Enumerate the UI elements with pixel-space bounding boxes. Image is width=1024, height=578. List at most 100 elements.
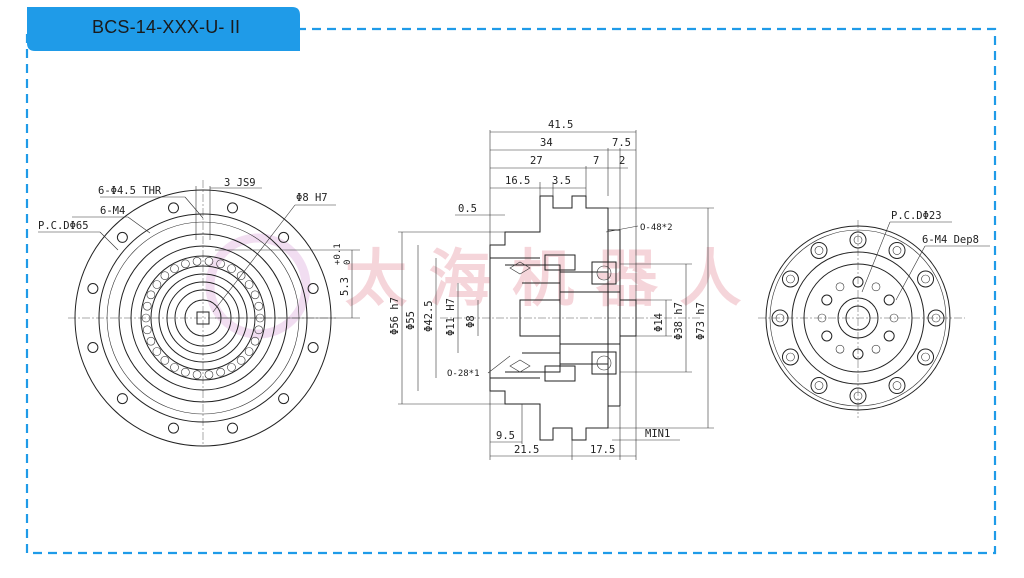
label-key-tol-bot: 0 bbox=[343, 260, 353, 265]
roller bbox=[170, 264, 179, 273]
flange-hole-inner bbox=[786, 274, 795, 284]
label-pcd: P.C.DΦ65 bbox=[38, 220, 89, 232]
dim-top-6: 16.5 bbox=[505, 175, 530, 187]
page-title: BCS-14-XXX-U- II bbox=[92, 17, 241, 37]
dashed-border bbox=[25, 27, 997, 555]
roller bbox=[227, 363, 236, 372]
roller bbox=[160, 356, 170, 365]
roller bbox=[160, 271, 170, 280]
dim-top-1: 34 bbox=[540, 137, 553, 149]
dim-left-4: Φ8 bbox=[465, 315, 477, 328]
dim-left-1: Φ55 bbox=[405, 311, 417, 330]
flange-hole-outer bbox=[781, 348, 799, 366]
roller bbox=[146, 336, 156, 346]
roller bbox=[254, 301, 264, 311]
tap-hole bbox=[883, 330, 895, 342]
roller bbox=[244, 347, 254, 356]
tap-hole bbox=[821, 330, 833, 342]
rear-view-labels: P.C.DΦ23 6-M4 Dep8 bbox=[861, 210, 990, 301]
rear-view bbox=[758, 220, 965, 418]
title-tab bbox=[27, 7, 300, 51]
roller bbox=[250, 336, 260, 346]
tap-hole bbox=[821, 294, 833, 306]
roller bbox=[181, 367, 190, 377]
dim-top-3: 27 bbox=[530, 155, 543, 167]
watermark-text: 太 海 机 器 人 bbox=[345, 242, 741, 315]
roller bbox=[152, 347, 162, 356]
roller bbox=[142, 325, 152, 335]
flange-hole-inner bbox=[775, 313, 785, 323]
side-view-left-dims: Φ56 h7 Φ55 Φ42.5 Φ11 H7 Φ8 bbox=[389, 231, 505, 405]
roller bbox=[204, 370, 214, 379]
side-view-bottom-dims: 9.5 21.5 17.5 MIN1 bbox=[489, 336, 680, 460]
dim-bottom-0: 9.5 bbox=[496, 430, 515, 442]
side-view-top-dims: 41.5 34 7.5 27 7 2 16.5 3.5 0.5 bbox=[455, 119, 637, 300]
bolt-hole bbox=[167, 422, 179, 434]
watermark: 太 海 机 器 人 bbox=[205, 233, 741, 339]
dim-bottom-1: 21.5 bbox=[514, 444, 539, 456]
tap-hole bbox=[852, 348, 864, 360]
flange-hole-inner bbox=[853, 391, 863, 401]
bolt-hole bbox=[307, 342, 319, 354]
bolt-hole bbox=[87, 282, 99, 294]
flange-hole-outer bbox=[888, 377, 906, 395]
roller bbox=[236, 356, 246, 365]
roller bbox=[170, 363, 179, 372]
dim-left-0: Φ56 h7 bbox=[389, 297, 401, 335]
label-rear-pcd: P.C.DΦ23 bbox=[891, 210, 942, 222]
bolt-hole bbox=[227, 202, 239, 214]
label-keyway: 3 JS9 bbox=[224, 177, 256, 189]
roller bbox=[146, 290, 156, 300]
dim-top-0: 41.5 bbox=[548, 119, 573, 131]
bolt-hole bbox=[87, 342, 99, 354]
bolt-hole bbox=[307, 282, 319, 294]
roller bbox=[192, 370, 202, 379]
flange-hole-outer bbox=[888, 241, 906, 259]
dim-top-4: 7 bbox=[593, 155, 599, 167]
pin-hole bbox=[871, 344, 881, 354]
roller bbox=[141, 313, 151, 323]
label-key-tol-top: +0.1 bbox=[333, 243, 343, 265]
pin-hole bbox=[817, 313, 827, 323]
dim-top-2: 7.5 bbox=[612, 137, 631, 149]
roller bbox=[244, 280, 254, 289]
flange-hole-outer bbox=[917, 348, 935, 366]
oring-0: O-48*2 bbox=[640, 223, 673, 233]
flange-hole-outer bbox=[917, 270, 935, 288]
flange-hole-inner bbox=[931, 313, 941, 323]
roller bbox=[250, 290, 260, 300]
flange-hole-inner bbox=[892, 246, 902, 255]
roller bbox=[236, 271, 246, 280]
pin-hole bbox=[889, 313, 899, 323]
bolt-hole bbox=[116, 393, 128, 405]
flange-hole-inner bbox=[921, 274, 930, 284]
flange-hole-inner bbox=[853, 235, 863, 245]
oring-1: O-28*1 bbox=[447, 369, 480, 379]
dim-right-1: Φ38 h7 bbox=[673, 302, 685, 340]
roller bbox=[204, 257, 214, 266]
label-holes-thr: 6-Φ4.5 THR bbox=[98, 185, 162, 197]
front-view bbox=[68, 180, 336, 447]
roller bbox=[181, 259, 190, 269]
dim-top-7: 3.5 bbox=[552, 175, 571, 187]
dim-bottom-2: 17.5 bbox=[590, 444, 615, 456]
bolt-hole bbox=[227, 422, 239, 434]
dim-right-2: Φ73 h7 bbox=[695, 302, 707, 340]
side-view-orings: O-48*2 O-28*1 bbox=[447, 223, 673, 379]
dim-left-2: Φ42.5 bbox=[423, 300, 435, 332]
flange-hole-inner bbox=[892, 381, 902, 390]
roller bbox=[227, 264, 236, 273]
flange-hole-outer bbox=[781, 270, 799, 288]
dim-top-8: 0.5 bbox=[458, 203, 477, 215]
bolt-hole bbox=[278, 231, 290, 243]
roller bbox=[216, 367, 225, 377]
roller bbox=[142, 301, 152, 311]
front-view-labels: 6-Φ4.5 THR 3 JS9 Φ8 H7 6-M4 P.C.DΦ65 5.3… bbox=[38, 177, 360, 319]
roller bbox=[192, 257, 202, 266]
pin-hole bbox=[835, 282, 845, 292]
dim-left-3: Φ11 H7 bbox=[445, 298, 457, 336]
pin-hole bbox=[835, 344, 845, 354]
pin-hole bbox=[871, 282, 881, 292]
side-view-right-dims: Φ14 Φ38 h7 Φ73 h7 bbox=[586, 207, 714, 429]
bolt-hole bbox=[278, 393, 290, 405]
